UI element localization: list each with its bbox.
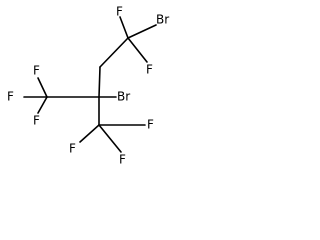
bond-c1-f-lower (127, 37, 148, 63)
bond-c1-br (127, 24, 157, 39)
bond-cleft-f-lower (37, 96, 48, 114)
atom-label-f-left-lower: F (33, 114, 40, 128)
atom-label-br-c1: Br (156, 13, 169, 27)
atom-label-f-bottom-left: F (69, 142, 76, 156)
atom-label-f-top-c1: F (116, 5, 123, 19)
atom-label-f-bottom-mid: F (119, 153, 126, 167)
atom-label-f-left-upper: F (33, 64, 40, 78)
atom-label-f-left-mid: F (7, 90, 14, 104)
bond-cleft-f-upper (37, 77, 48, 98)
bond-c1-f-top (119, 16, 129, 39)
structure-diagram: F Br F F F F Br F F F (7, 5, 169, 167)
bond-cright-f-lower-left (79, 124, 100, 143)
atom-label-f-lower-c1: F (146, 63, 153, 77)
bond-c1-ch2 (99, 37, 129, 68)
atom-label-f-bottom-right: F (147, 118, 154, 132)
bond-cright-f-bottom (98, 124, 122, 153)
atom-label-br-center: Br (117, 90, 130, 104)
bond-ch2-center (98, 66, 101, 98)
